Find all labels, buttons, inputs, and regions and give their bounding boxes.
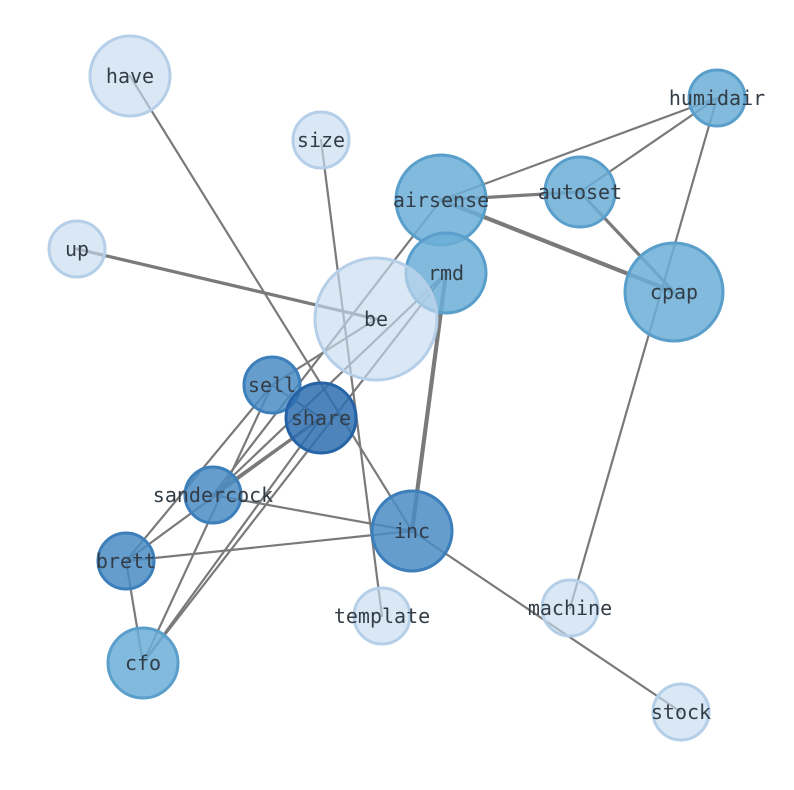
node-label-up: up: [65, 237, 89, 261]
node-inc[interactable]: inc: [370, 489, 454, 573]
edge-have-inc: [128, 74, 414, 533]
node-label-template: template: [334, 604, 430, 628]
node-label-inc: inc: [394, 519, 430, 543]
node-be[interactable]: be: [313, 256, 439, 382]
edge-sell-cfo: [141, 383, 274, 665]
node-stock[interactable]: stock: [651, 682, 711, 742]
node-label-share: share: [291, 406, 351, 430]
node-circle-machine[interactable]: [540, 578, 600, 638]
node-brett[interactable]: brett: [96, 531, 156, 591]
node-circle-have[interactable]: [88, 34, 172, 118]
node-template[interactable]: template: [334, 586, 430, 646]
node-layer: have size up humidair airsense autoset rmd cpap…: [47, 34, 765, 742]
node-up[interactable]: up: [47, 219, 107, 279]
node-label-be: be: [364, 307, 388, 331]
edge-humidair-airsense: [439, 96, 719, 202]
node-circle-be[interactable]: [313, 256, 439, 382]
node-cfo[interactable]: cfo: [106, 626, 180, 700]
node-circle-cfo[interactable]: [106, 626, 180, 700]
node-have[interactable]: have: [88, 34, 172, 118]
node-circle-cpap[interactable]: [623, 241, 725, 343]
node-label-rmd: rmd: [428, 261, 464, 285]
node-circle-brett[interactable]: [96, 531, 156, 591]
node-circle-sell[interactable]: [242, 355, 302, 415]
node-circle-stock[interactable]: [651, 682, 711, 742]
node-size[interactable]: size: [291, 110, 351, 170]
node-label-cfo: cfo: [125, 651, 161, 675]
edge-brett-inc: [124, 529, 414, 563]
node-machine[interactable]: machine: [528, 578, 612, 638]
node-label-autoset: autoset: [538, 180, 622, 204]
node-circle-sandercock[interactable]: [183, 465, 243, 525]
node-circle-size[interactable]: [291, 110, 351, 170]
edge-rmd-inc: [409, 270, 449, 534]
node-circle-up[interactable]: [47, 219, 107, 279]
node-circle-inc[interactable]: [370, 489, 454, 573]
node-label-humidair: humidair: [669, 86, 765, 110]
node-label-airsense: airsense: [393, 188, 489, 212]
node-airsense[interactable]: airsense: [393, 153, 489, 247]
node-circle-autoset[interactable]: [543, 155, 617, 229]
node-label-brett: brett: [96, 549, 156, 573]
node-sandercock[interactable]: sandercock: [153, 465, 273, 525]
edge-share-cfo: [141, 416, 323, 665]
node-label-sell: sell: [248, 373, 296, 397]
node-label-stock: stock: [651, 700, 711, 724]
node-label-size: size: [297, 128, 345, 152]
node-label-sandercock: sandercock: [153, 483, 273, 507]
node-circle-template[interactable]: [352, 586, 412, 646]
node-humidair[interactable]: humidair: [669, 68, 765, 128]
node-circle-share[interactable]: [284, 381, 358, 455]
node-label-cpap: cpap: [650, 280, 698, 304]
node-cpap[interactable]: cpap: [623, 241, 725, 343]
node-sell[interactable]: sell: [242, 355, 302, 415]
edge-humidair-machine: [568, 96, 719, 610]
node-label-have: have: [106, 64, 154, 88]
node-circle-humidair[interactable]: [687, 68, 747, 128]
node-share[interactable]: share: [284, 381, 358, 455]
node-label-machine: machine: [528, 596, 612, 620]
node-autoset[interactable]: autoset: [538, 155, 622, 229]
